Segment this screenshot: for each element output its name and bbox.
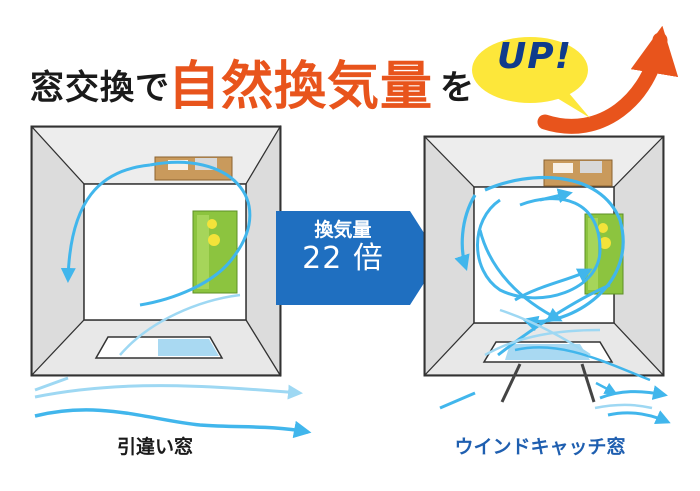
left-room xyxy=(30,124,282,378)
up-badge xyxy=(472,37,590,118)
headline-particle: を xyxy=(440,68,474,108)
left-shelf xyxy=(154,156,233,181)
right-room xyxy=(423,135,665,403)
ventilation-value: 22 倍 xyxy=(302,241,384,276)
up-swoosh-arrow xyxy=(537,25,679,134)
headline: 窓交換で 自然換気量 を xyxy=(0,38,700,118)
left-outside-airflow xyxy=(34,376,312,439)
right-sofa xyxy=(584,213,624,295)
right-outside-airflow xyxy=(439,381,671,424)
ventilation-label: 換気量 xyxy=(314,219,372,241)
ventilation-arrow xyxy=(276,211,440,305)
left-sofa xyxy=(192,210,238,294)
headline-prefix: 窓交換で xyxy=(30,68,170,108)
ventilation-arrow-label: 換気量 22 倍 xyxy=(283,218,403,276)
left-caption: 引違い窓 xyxy=(116,436,193,458)
headline-emphasis: 自然換気量 xyxy=(168,57,434,117)
up-badge-text: UP! xyxy=(497,36,573,77)
right-caption: ウインドキャッチ窓 xyxy=(454,436,626,458)
